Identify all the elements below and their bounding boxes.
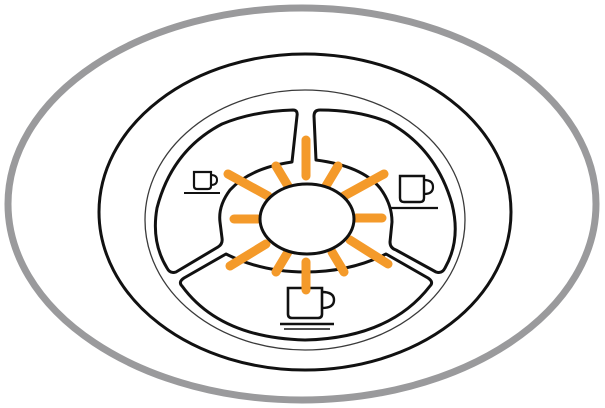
glow-spoke [326,166,338,186]
glow-spoke [276,252,288,272]
center-brew-button[interactable] [260,184,354,254]
glow-spoke [276,166,288,186]
